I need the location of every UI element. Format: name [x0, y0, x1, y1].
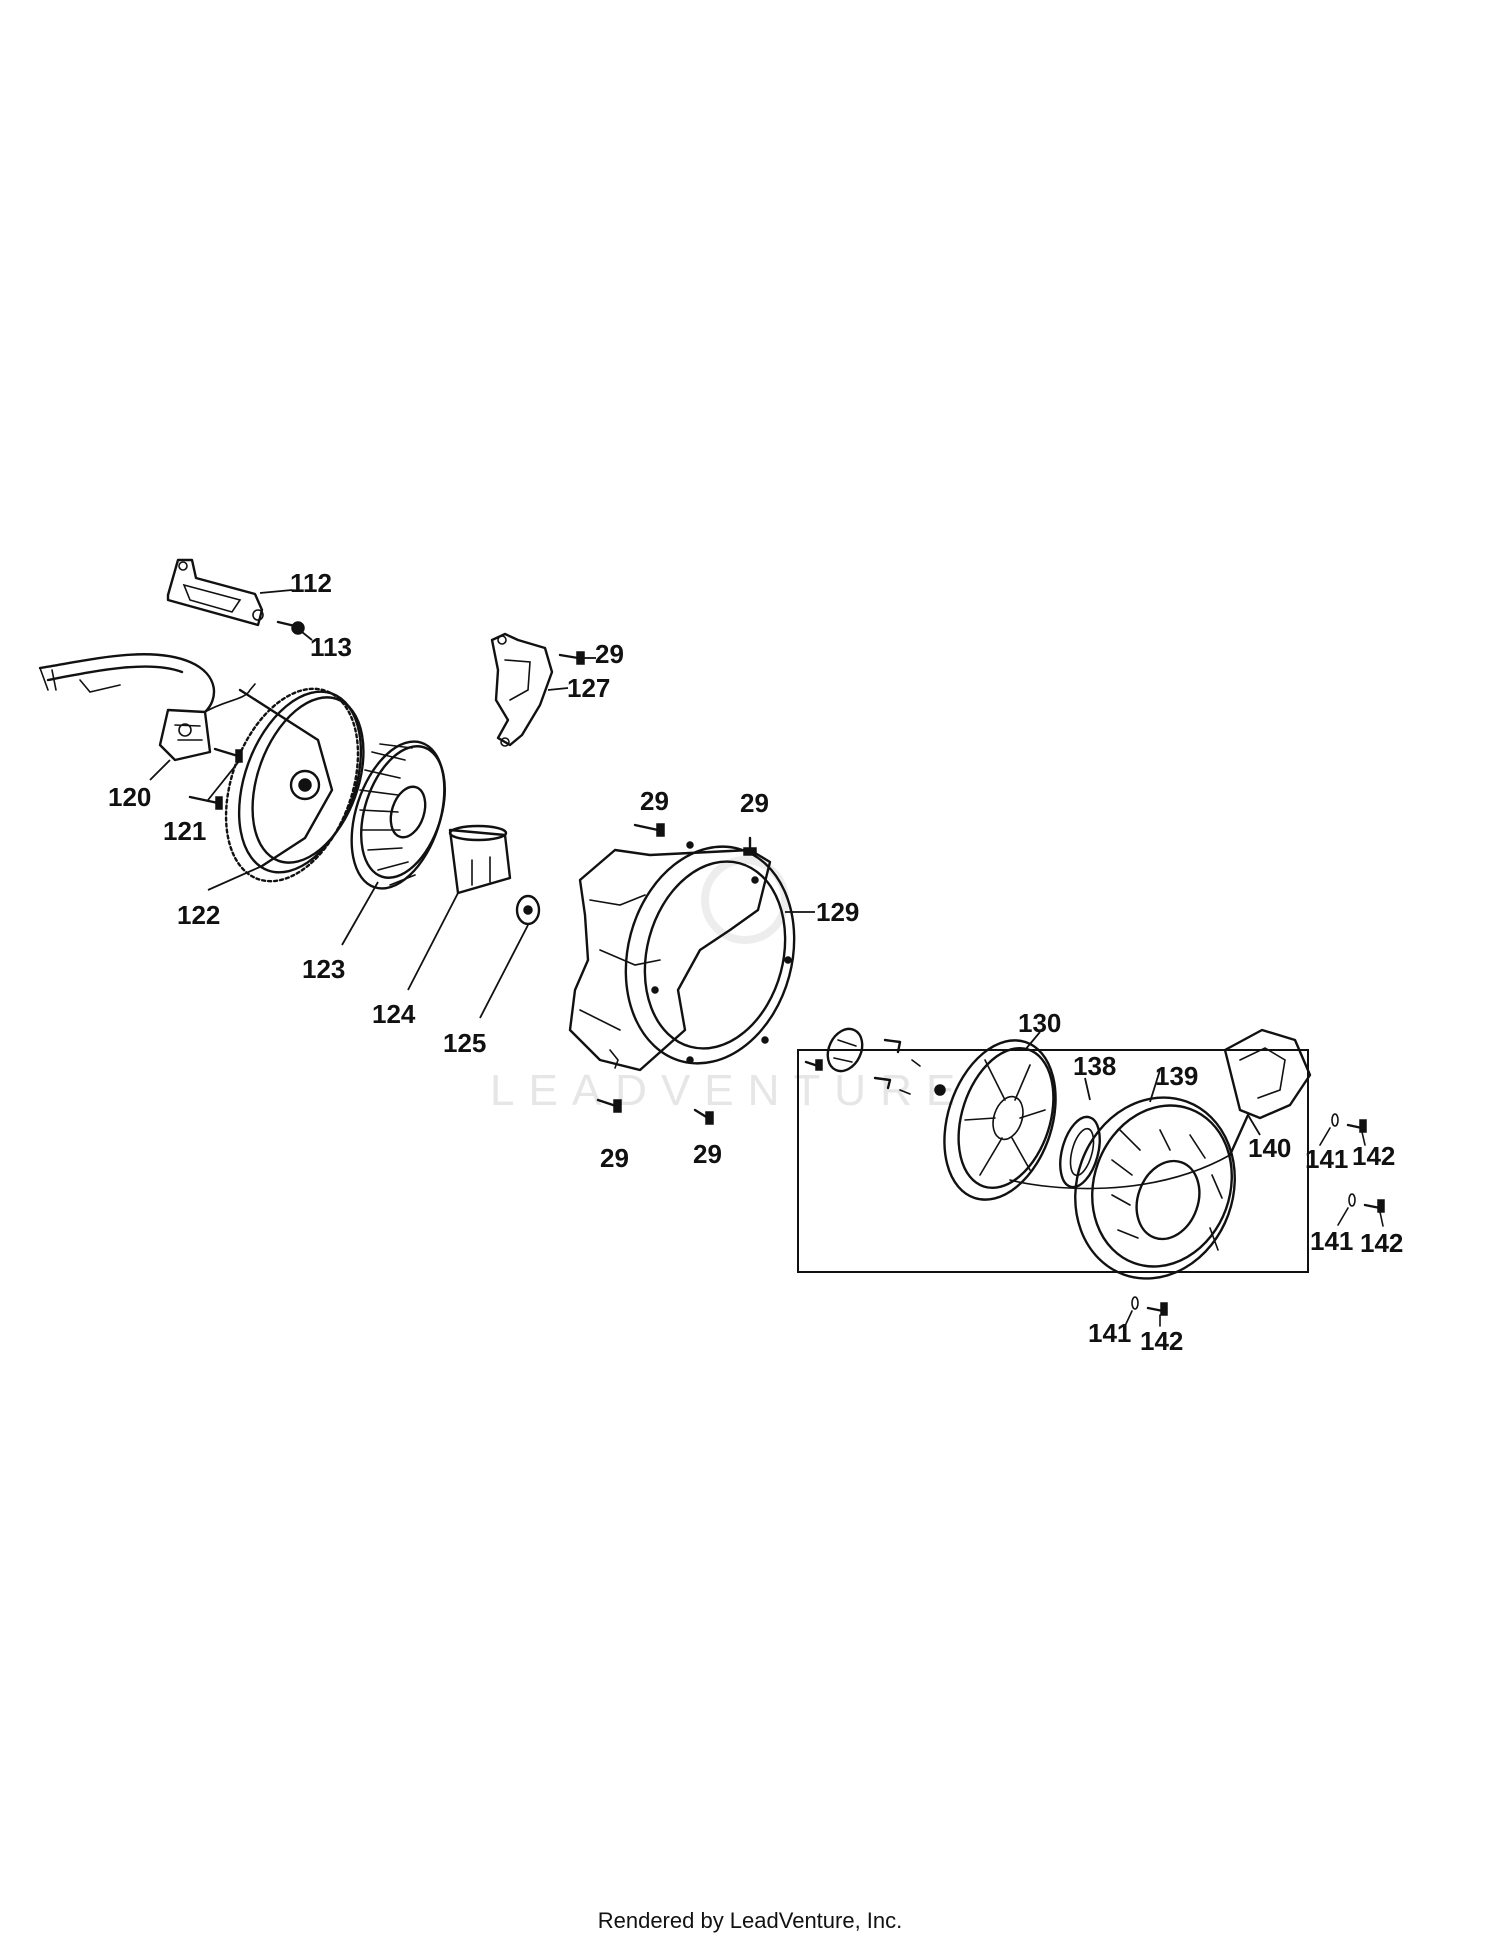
screw-142-c[interactable]: [1146, 1302, 1168, 1327]
bolt-29-bottom-left[interactable]: [596, 1098, 622, 1113]
callout-121: 121: [163, 816, 206, 846]
ratchet-parts[interactable]: [804, 1023, 946, 1096]
callout-29-bottom-right: 29: [693, 1139, 722, 1169]
callout-141-b: 141: [1310, 1226, 1353, 1256]
callout-122: 122: [177, 900, 220, 930]
starter-cover-139[interactable]: [1050, 1075, 1260, 1301]
callout-141-c: 141: [1088, 1318, 1131, 1348]
callout-140: 140: [1248, 1133, 1291, 1163]
callout-125: 125: [443, 1028, 486, 1058]
recoil-starter-assembly-box: [797, 1049, 1309, 1273]
screw-142-b[interactable]: [1363, 1199, 1385, 1227]
callout-29-left: 29: [640, 786, 669, 816]
callout-141-a: 141: [1305, 1144, 1348, 1174]
screw-142-a[interactable]: [1346, 1119, 1367, 1146]
starter-handle-140[interactable]: [1009, 1028, 1312, 1190]
watermark-text: LEADVENTURE: [490, 1066, 969, 1115]
callout-112: 112: [290, 568, 332, 598]
callout-113: 113: [310, 632, 352, 662]
nut-125[interactable]: [515, 894, 541, 926]
starter-cup-124[interactable]: [448, 824, 512, 895]
bracket-112[interactable]: [166, 558, 264, 627]
callout-142-b: 142: [1360, 1228, 1403, 1258]
callouts: 112 113 29 127 120 121 122 123 124 125 2…: [108, 568, 1403, 1356]
recoil-pulley[interactable]: [925, 1026, 1075, 1214]
callout-127: 127: [567, 673, 610, 703]
washer-141-c[interactable]: [1124, 1296, 1139, 1327]
callout-139: 139: [1155, 1061, 1198, 1091]
washer-141-b[interactable]: [1337, 1193, 1356, 1226]
bracket-127[interactable]: [490, 632, 554, 747]
callout-29-bottom-left: 29: [600, 1143, 629, 1173]
blower-housing-129[interactable]: [568, 828, 818, 1083]
cooling-fan-123[interactable]: [335, 730, 462, 901]
bolt-113[interactable]: [276, 620, 305, 635]
watermark: LEADVENTURE: [490, 856, 969, 1115]
callout-29-top: 29: [595, 639, 624, 669]
callout-129: 129: [816, 897, 859, 927]
washer-141-a[interactable]: [1319, 1113, 1339, 1146]
callout-120: 120: [108, 782, 151, 812]
callout-124: 124: [372, 999, 416, 1029]
callout-29-right: 29: [740, 788, 769, 818]
leader-lines: [149, 589, 1261, 1136]
callout-130: 130: [1018, 1008, 1061, 1038]
bolt-29-bottom-right[interactable]: [693, 1108, 714, 1125]
footer-credit: Rendered by LeadVenture, Inc.: [597, 1908, 903, 1933]
screw-121[interactable]: [188, 747, 243, 810]
callout-142-a: 142: [1352, 1141, 1395, 1171]
bolt-29-left[interactable]: [633, 823, 665, 837]
callout-142-c: 142: [1140, 1326, 1183, 1356]
recoil-spring-138[interactable]: [1053, 1113, 1106, 1192]
bolt-29-top[interactable]: [558, 651, 585, 665]
ignition-coil-120[interactable]: [38, 653, 256, 762]
callout-138: 138: [1073, 1051, 1116, 1081]
callout-123: 123: [302, 954, 345, 984]
flywheel-122[interactable]: [201, 671, 384, 900]
